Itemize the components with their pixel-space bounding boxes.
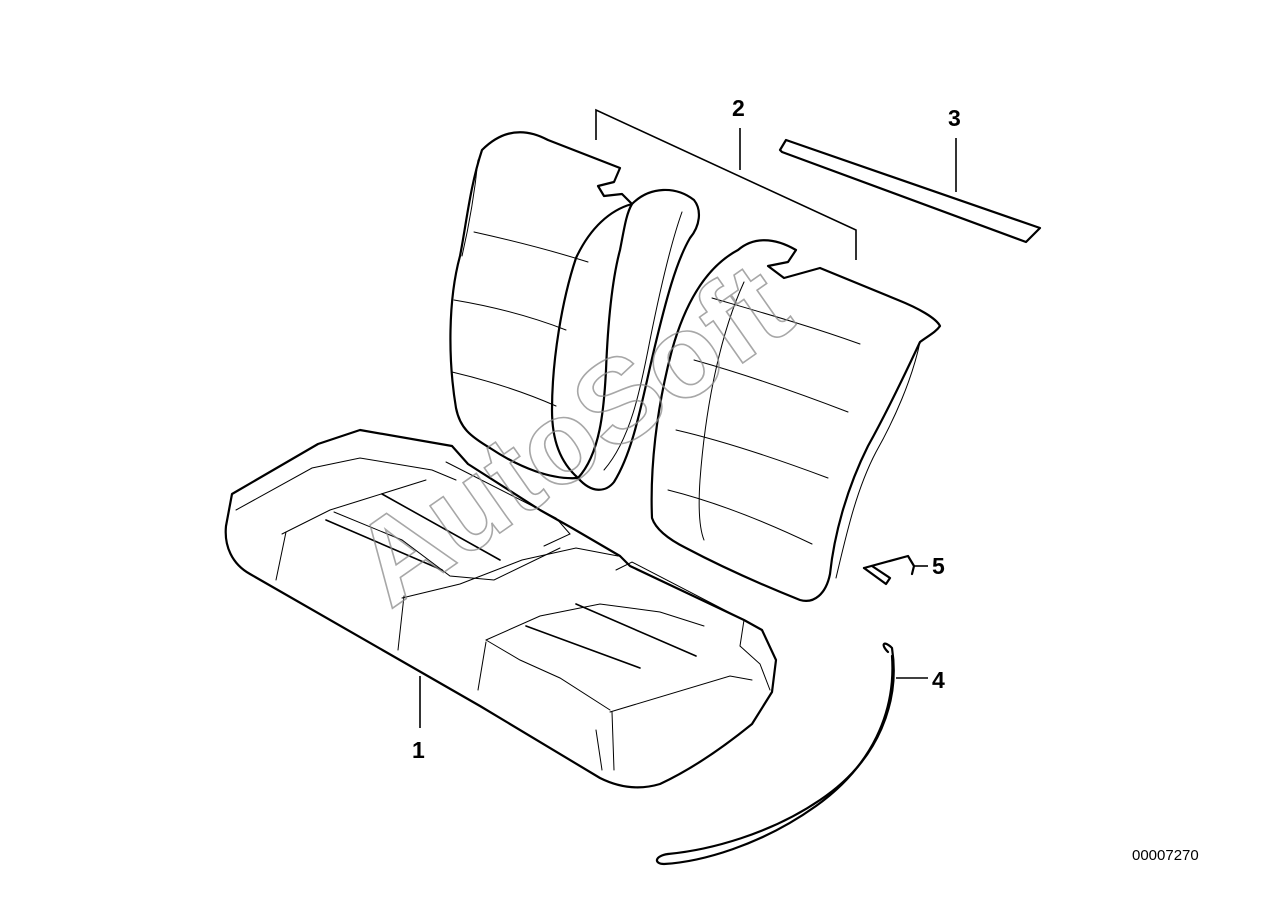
callout-5: 5 — [932, 553, 945, 579]
document-number: 00007270 — [1132, 847, 1199, 864]
callout-4: 4 — [932, 667, 945, 693]
callout-2: 2 — [732, 95, 745, 121]
trim-strip — [778, 138, 1042, 244]
clip — [862, 554, 928, 586]
callout-2-bracket — [595, 108, 857, 260]
callout-1: 1 — [412, 737, 425, 763]
backrest-left — [449, 131, 634, 480]
callout-3: 3 — [948, 105, 961, 131]
wire-cable — [655, 642, 928, 866]
seat-cushion — [224, 428, 778, 789]
backrest-right — [650, 239, 942, 602]
backrest-left-bolster — [576, 188, 700, 491]
